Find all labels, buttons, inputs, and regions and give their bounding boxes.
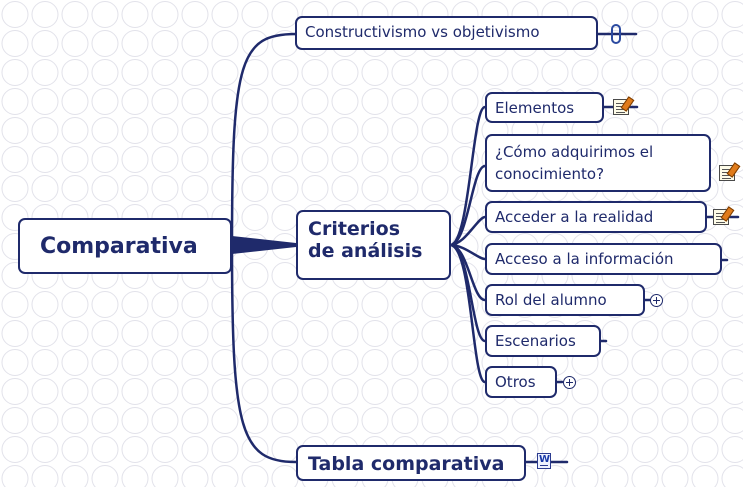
- topic-acceso-label: Acceso a la información: [495, 250, 674, 268]
- root-to-criterios-taper: [232, 236, 296, 254]
- topic-como-adquirimos[interactable]: ¿Cómo adquirimos el conocimiento?: [485, 134, 711, 192]
- expand-plus-icon[interactable]: [563, 376, 576, 389]
- branch-tabla-label: Tabla comparativa: [308, 453, 505, 475]
- topic-elementos[interactable]: Elementos: [485, 92, 604, 123]
- word-document-icon[interactable]: [537, 453, 551, 469]
- note-icon[interactable]: [713, 209, 729, 225]
- topic-rol-alumno[interactable]: Rol del alumno: [485, 284, 645, 316]
- branch-criterios-line1: Criterios: [308, 218, 401, 240]
- branch-tabla[interactable]: Tabla comparativa: [296, 445, 526, 481]
- topic-como-line2: conocimiento?: [495, 165, 605, 183]
- note-icon[interactable]: [719, 165, 735, 181]
- expand-plus-icon[interactable]: [650, 294, 663, 307]
- branch-criterios-line2: de análisis: [308, 240, 423, 262]
- central-topic[interactable]: Comparativa: [18, 218, 232, 274]
- branch-criterios[interactable]: Criterios de análisis: [296, 210, 451, 280]
- topic-rol-label: Rol del alumno: [495, 291, 607, 309]
- topic-acceder-realidad[interactable]: Acceder a la realidad: [485, 201, 707, 233]
- topic-acceso-informacion[interactable]: Acceso a la información: [485, 243, 722, 275]
- central-topic-label: Comparativa: [40, 234, 198, 259]
- paperclip-icon[interactable]: [611, 24, 621, 44]
- topic-como-line1: ¿Cómo adquirimos el: [495, 143, 654, 161]
- topic-escenarios[interactable]: Escenarios: [485, 325, 601, 357]
- topic-elementos-label: Elementos: [495, 99, 575, 117]
- topic-escenarios-label: Escenarios: [495, 332, 576, 350]
- topic-acceder-label: Acceder a la realidad: [495, 208, 654, 226]
- branch-constructivismo[interactable]: Constructivismo vs objetivismo: [295, 16, 598, 50]
- note-icon[interactable]: [613, 99, 629, 115]
- topic-otros[interactable]: Otros: [485, 366, 557, 398]
- branch-constructivismo-label: Constructivismo vs objetivismo: [305, 23, 540, 41]
- topic-otros-label: Otros: [495, 373, 536, 391]
